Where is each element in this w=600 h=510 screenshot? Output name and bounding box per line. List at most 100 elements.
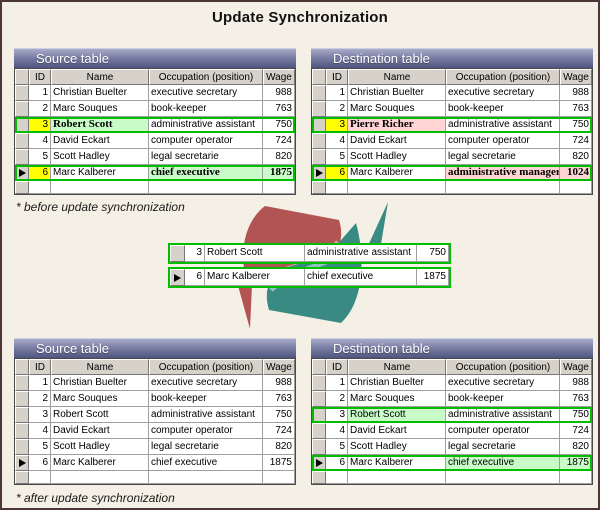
header-occupation[interactable]: Occupation (position) (149, 359, 263, 375)
cell-id[interactable]: 6 (326, 165, 348, 181)
header-id[interactable]: ID (29, 359, 51, 375)
cell-name[interactable]: David Eckart (51, 133, 149, 149)
cell-wage[interactable]: 988 (560, 375, 592, 391)
row-selector[interactable] (170, 245, 185, 262)
cell-name[interactable]: Marc Kalberer (51, 165, 149, 181)
row-selector[interactable] (312, 407, 326, 423)
header-selector[interactable] (15, 359, 29, 375)
cell-wage[interactable]: 750 (560, 407, 592, 423)
row-selector[interactable] (312, 133, 326, 149)
cell-occupation[interactable]: book-keeper (446, 101, 560, 117)
row-selector[interactable] (312, 375, 326, 391)
cell-occupation[interactable]: computer operator (149, 133, 263, 149)
cell-occupation[interactable]: chief executive (149, 165, 263, 181)
header-occupation[interactable]: Occupation (position) (446, 69, 560, 85)
cell-id[interactable]: 4 (29, 133, 51, 149)
cell-id[interactable]: 5 (326, 439, 348, 455)
row-selector[interactable] (15, 133, 29, 149)
cell-id[interactable]: 4 (29, 423, 51, 439)
row-selector[interactable] (312, 455, 326, 471)
cell-occupation[interactable]: administrative assistant (446, 117, 560, 133)
row-selector[interactable] (15, 375, 29, 391)
row-selector[interactable] (15, 85, 29, 101)
header-wage[interactable]: Wage (263, 359, 295, 375)
cell-wage[interactable]: 820 (263, 149, 295, 165)
cell-id[interactable]: 2 (29, 101, 51, 117)
cell-wage[interactable]: 763 (560, 391, 592, 407)
cell-id[interactable]: 3 (29, 407, 51, 423)
row-selector[interactable] (312, 391, 326, 407)
cell-wage[interactable]: 988 (263, 375, 295, 391)
cell-name[interactable]: David Eckart (51, 423, 149, 439)
cell-name[interactable]: Christian Buelter (51, 375, 149, 391)
row-selector[interactable] (15, 149, 29, 165)
row-selector[interactable] (15, 117, 29, 133)
header-selector[interactable] (312, 69, 326, 85)
cell-name[interactable]: Marc Souques (348, 101, 446, 117)
row-selector[interactable] (170, 269, 185, 286)
cell-name[interactable]: Christian Buelter (348, 375, 446, 391)
row-selector[interactable] (15, 165, 29, 181)
cell-id[interactable]: 1 (29, 85, 51, 101)
row-selector[interactable] (312, 165, 326, 181)
cell-occupation[interactable]: executive secretary (446, 85, 560, 101)
cell-id[interactable]: 2 (29, 391, 51, 407)
row-selector[interactable] (312, 101, 326, 117)
cell-name[interactable]: Robert Scott (348, 407, 446, 423)
cell-occupation[interactable]: book-keeper (149, 391, 263, 407)
cell-occupation[interactable]: computer operator (149, 423, 263, 439)
cell-name[interactable]: Marc Souques (51, 391, 149, 407)
cell-wage[interactable]: 1875 (560, 455, 592, 471)
cell-wage[interactable]: 820 (560, 439, 592, 455)
cell-name[interactable]: Marc Souques (51, 101, 149, 117)
cell-occupation[interactable]: administrative assistant (149, 407, 263, 423)
cell-occupation[interactable]: executive secretary (446, 375, 560, 391)
cell-wage[interactable]: 763 (263, 101, 295, 117)
cell-occupation[interactable]: chief executive (149, 455, 263, 471)
cell-occupation[interactable]: book-keeper (149, 101, 263, 117)
cell-id[interactable]: 4 (326, 423, 348, 439)
cell-name[interactable]: Scott Hadley (348, 439, 446, 455)
header-occupation[interactable]: Occupation (position) (446, 359, 560, 375)
header-wage[interactable]: Wage (263, 69, 295, 85)
cell-occupation[interactable]: executive secretary (149, 85, 263, 101)
row-selector[interactable] (15, 101, 29, 117)
cell-name[interactable]: Scott Hadley (51, 149, 149, 165)
row-selector[interactable] (312, 117, 326, 133)
cell-wage[interactable]: 820 (263, 439, 295, 455)
cell-occupation[interactable]: legal secretarie (446, 149, 560, 165)
cell-id[interactable]: 1 (326, 85, 348, 101)
header-id[interactable]: ID (29, 69, 51, 85)
cell-id[interactable]: 2 (326, 391, 348, 407)
cell-id[interactable]: 3 (29, 117, 51, 133)
header-occupation[interactable]: Occupation (position) (149, 69, 263, 85)
cell-wage[interactable]: 750 (263, 407, 295, 423)
header-wage[interactable]: Wage (560, 69, 592, 85)
cell-id[interactable]: 3 (326, 117, 348, 133)
cell-occupation[interactable]: legal secretarie (446, 439, 560, 455)
cell-id[interactable]: 5 (29, 439, 51, 455)
cell-id[interactable]: 1 (326, 375, 348, 391)
cell-wage[interactable]: 1875 (263, 165, 295, 181)
header-id[interactable]: ID (326, 69, 348, 85)
cell-name[interactable]: Robert Scott (51, 117, 149, 133)
header-name[interactable]: Name (51, 359, 149, 375)
row-selector[interactable] (15, 391, 29, 407)
cell-id[interactable]: 2 (326, 101, 348, 117)
cell-id[interactable]: 6 (326, 455, 348, 471)
header-name[interactable]: Name (348, 359, 446, 375)
row-selector[interactable] (15, 423, 29, 439)
cell-name[interactable]: Marc Kalberer (348, 455, 446, 471)
